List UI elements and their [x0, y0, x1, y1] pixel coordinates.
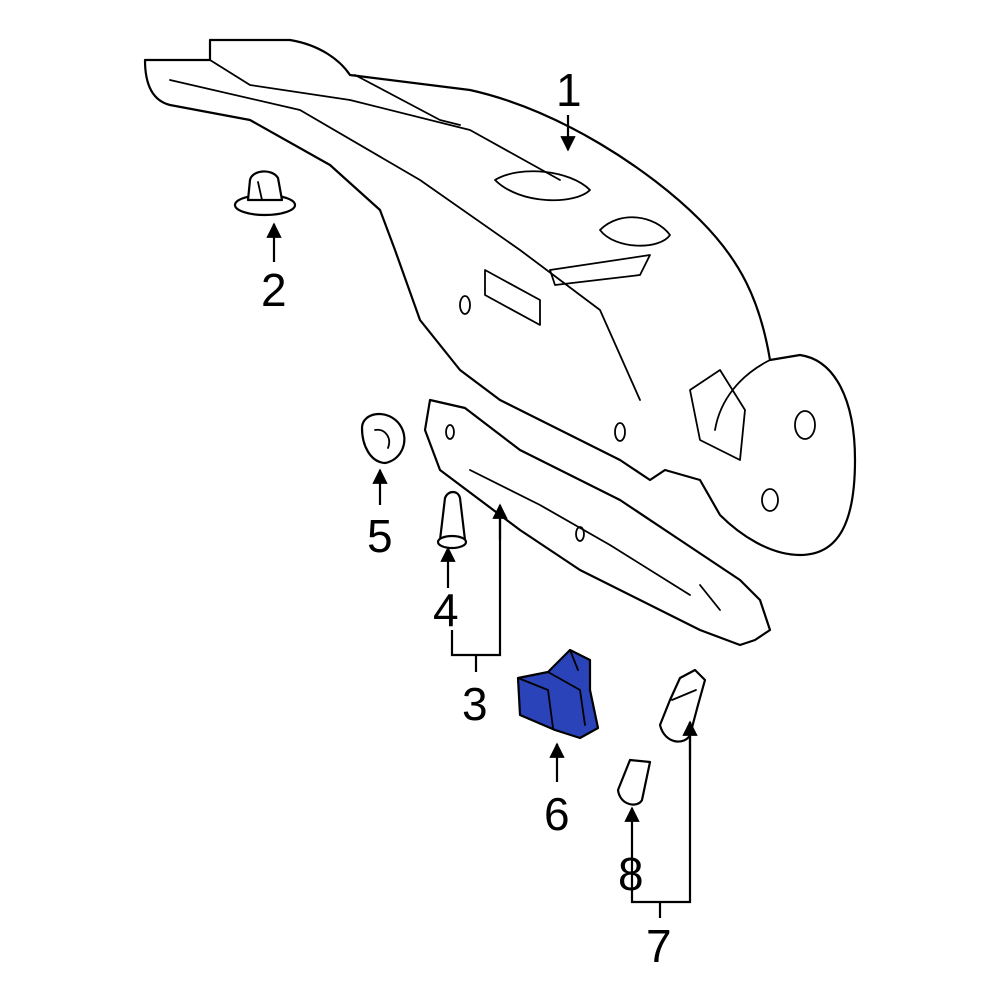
- bulb-part-8[interactable]: [616, 758, 652, 806]
- callout-8: 8: [618, 848, 644, 900]
- socket-part-7[interactable]: [658, 668, 707, 743]
- callout-1: 1: [556, 64, 582, 116]
- leader-lines: [266, 115, 698, 918]
- callout-5: 5: [367, 510, 393, 562]
- clip-part-2[interactable]: [233, 170, 297, 217]
- push-pin-part-5[interactable]: [360, 413, 406, 465]
- trim-strip-part-3[interactable]: [423, 398, 772, 647]
- callout-3: 3: [462, 678, 488, 730]
- clip-part-4[interactable]: [436, 490, 468, 550]
- callout-7: 7: [646, 920, 672, 972]
- callout-6: 6: [544, 788, 570, 840]
- trunk-lid-trim-panel[interactable]: [143, 38, 857, 557]
- license-lamp-housing-part-6[interactable]: [516, 648, 600, 740]
- callout-2: 2: [261, 264, 287, 316]
- callout-4: 4: [433, 584, 459, 636]
- callout-labels: 1 2 3 4 5 6 7 8: [261, 64, 672, 972]
